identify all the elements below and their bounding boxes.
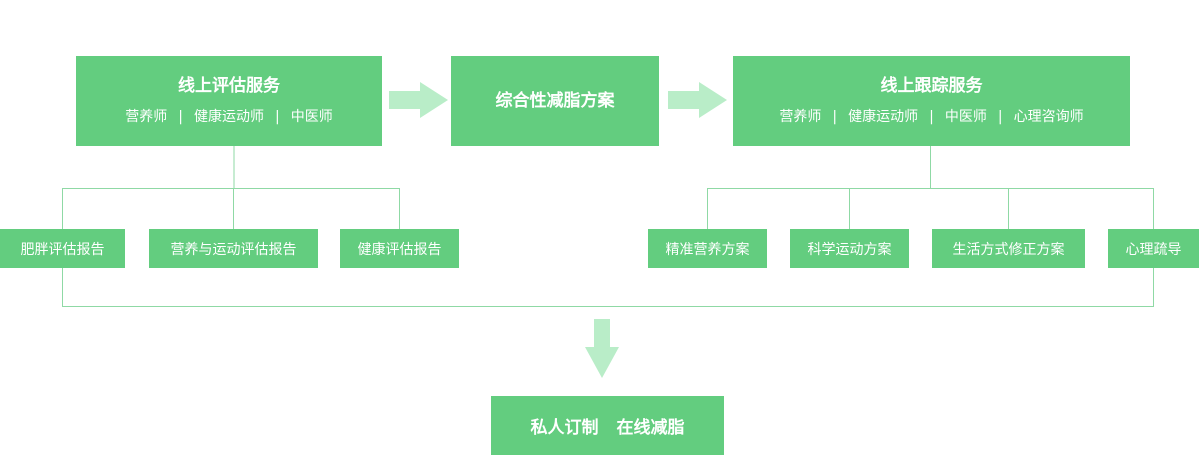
role-separator: | xyxy=(929,109,934,125)
arrow-right-icon xyxy=(389,82,448,118)
fat-loss-plan-box: 综合性减脂方案 xyxy=(451,56,659,146)
role-tcm-doctor: 中医师 xyxy=(944,109,987,125)
leaf-precise-nutrition-plan: 精准营养方案 xyxy=(648,229,767,268)
leaf-health-report: 健康评估报告 xyxy=(340,229,459,268)
role-separator: | xyxy=(178,109,183,125)
online-tracking-box: 线上跟踪服务 营养师 | 健康运动师 | 中医师 | 心理咨询师 xyxy=(733,56,1130,146)
role-exercise-coach: 健康运动师 xyxy=(194,109,264,125)
online-tracking-roles: 营养师 | 健康运动师 | 中医师 | 心理咨询师 xyxy=(779,107,1083,127)
online-tracking-title: 线上跟踪服务 xyxy=(880,76,983,96)
leaf-lifestyle-plan: 生活方式修正方案 xyxy=(932,229,1085,268)
arrow-right-icon xyxy=(668,82,727,118)
arrow-down-icon xyxy=(585,319,619,378)
role-separator: | xyxy=(832,109,838,125)
role-psychologist: 心理咨询师 xyxy=(1013,109,1084,125)
final-label-part2: 在线减脂 xyxy=(616,418,685,438)
role-nutritionist: 营养师 xyxy=(125,109,168,125)
online-assessment-box: 线上评估服务 营养师 | 健康运动师 | 中医师 xyxy=(76,56,382,146)
role-nutritionist: 营养师 xyxy=(779,109,822,125)
leaf-nutrition-exercise-report: 营养与运动评估报告 xyxy=(149,229,318,268)
online-assessment-title: 线上评估服务 xyxy=(178,76,280,96)
leaf-psychological-counseling: 心理疏导 xyxy=(1108,229,1199,268)
role-exercise-coach: 健康运动师 xyxy=(848,109,919,125)
role-tcm-doctor: 中医师 xyxy=(290,109,333,125)
leaf-obesity-report: 肥胖评估报告 xyxy=(0,229,125,268)
final-label-part1: 私人订制 xyxy=(530,418,599,438)
fat-loss-plan-title: 综合性减脂方案 xyxy=(495,91,615,111)
online-assessment-roles: 营养师 | 健康运动师 | 中医师 xyxy=(125,107,332,127)
final-box: 私人订制在线减脂 xyxy=(491,396,724,455)
role-separator: | xyxy=(275,109,280,125)
connector-lines xyxy=(62,146,1154,307)
role-separator: | xyxy=(997,109,1003,125)
leaf-scientific-exercise-plan: 科学运动方案 xyxy=(790,229,909,268)
